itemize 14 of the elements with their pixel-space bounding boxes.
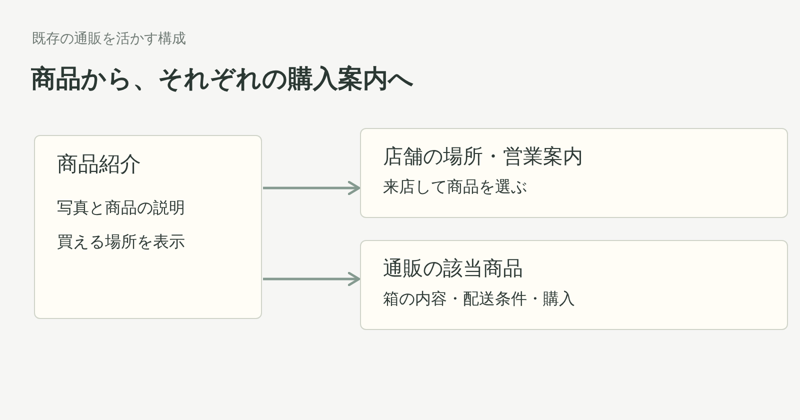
box-text: 来店して商品を選ぶ [383,177,527,198]
subtitle: 既存の通販を活かす構成 [32,30,186,48]
box-text: 箱の内容・配送条件・購入 [383,289,575,310]
content-box [360,240,788,330]
arrow [263,180,360,196]
box-heading: 通販の該当商品 [383,255,523,282]
arrow [263,272,360,286]
content-box [34,135,262,319]
content-box [360,128,788,218]
title: 商品から、それぞれの購入案内へ [31,63,414,95]
box-heading: 店舗の場所・営業案内 [383,143,583,170]
box-text: 買える場所を表示 [57,232,185,253]
box-heading: 商品紹介 [57,151,141,178]
box-text: 写真と商品の説明 [57,198,185,219]
